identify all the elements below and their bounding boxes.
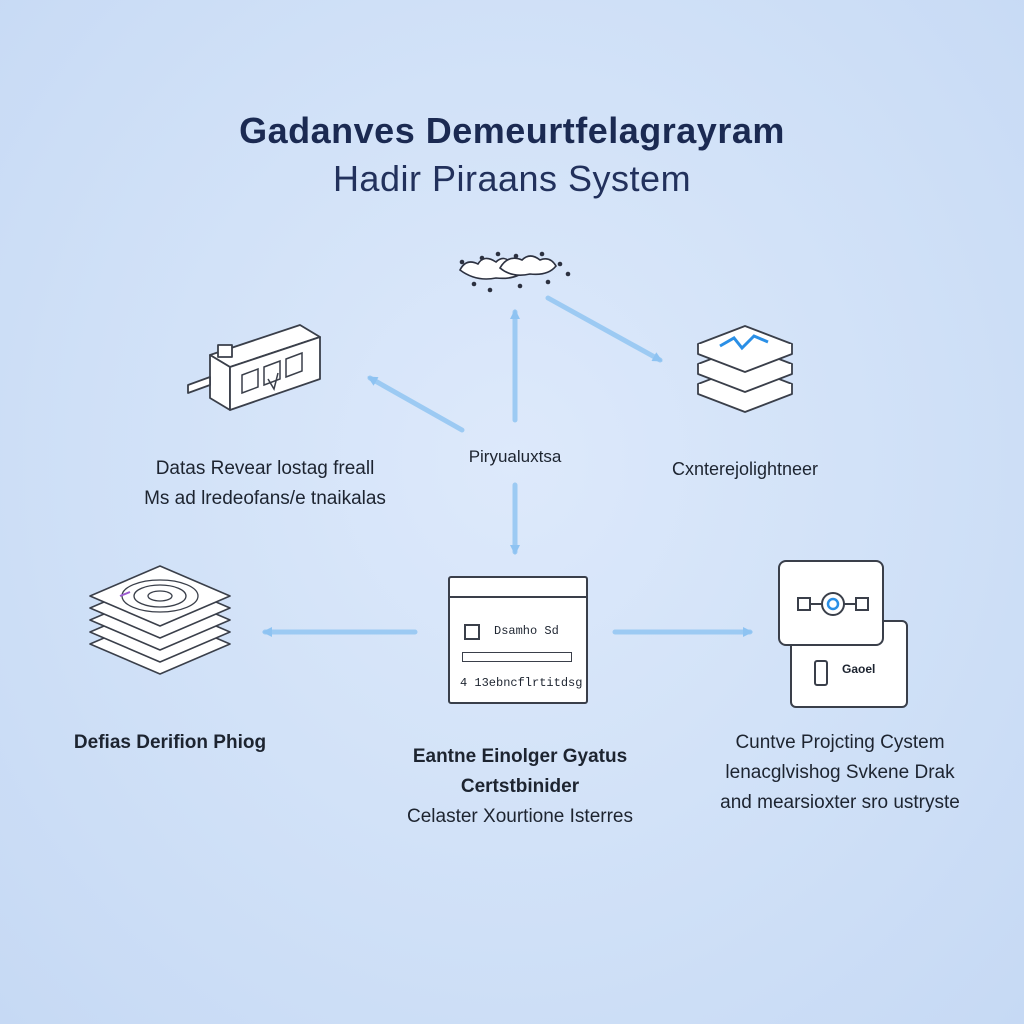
cloud-network-icon bbox=[450, 240, 580, 300]
database-label: Defias Derifion Phiog bbox=[73, 732, 267, 753]
stacked-layers-icon bbox=[690, 318, 800, 418]
device-phone-icon bbox=[814, 660, 828, 686]
application-window-icon: Dsamho Sd 4 13ebncflrtitdsg bbox=[448, 576, 588, 704]
hub-label: Piryualuxtsa bbox=[468, 447, 562, 466]
window-progress-bar bbox=[462, 652, 572, 662]
device-label-line1: Cuntve Projcting Cystem bbox=[735, 732, 945, 753]
window-label-line3: Celaster Xourtione Isterres bbox=[407, 806, 633, 827]
window-label-line1: Eantne Einolger Gyatus bbox=[412, 746, 628, 767]
window-titlebar bbox=[450, 578, 586, 598]
window-row1-text: Dsamho Sd bbox=[494, 624, 559, 638]
window-image-icon bbox=[464, 624, 480, 640]
device-card-label: Gaoel bbox=[842, 662, 876, 676]
diagram-title-line1: Gadanves Demeurtfelagrayram bbox=[239, 110, 785, 151]
server-label: Datas Revear lostag freall Ms ad lredeof… bbox=[120, 454, 410, 514]
arrow-cloud-to-layers bbox=[545, 295, 663, 363]
device-card-icon: Gaoel bbox=[778, 560, 910, 710]
server-rack-icon bbox=[180, 315, 330, 415]
device-label: Cuntve Projcting Cystem lenacglvishog Sv… bbox=[690, 728, 990, 818]
arrow-hub-to-server bbox=[367, 375, 465, 433]
device-front-card bbox=[778, 560, 884, 646]
database-stack-icon bbox=[85, 552, 235, 687]
device-label-line2: lenacglvishog Svkene Drak bbox=[725, 762, 955, 783]
server-label-line1: Datas Revear lostag freall bbox=[155, 458, 375, 479]
diagram-title-line2: Hadir Piraans System bbox=[332, 158, 692, 199]
layers-label: Cxnterejolightneer bbox=[671, 459, 819, 479]
device-label-line3: and mearsioxter sro ustryste bbox=[720, 792, 960, 813]
server-label-line2: Ms ad lredeofans/e tnaikalas bbox=[144, 488, 386, 509]
window-label: Eantne Einolger Gyatus Certstbinider Cel… bbox=[360, 742, 680, 832]
window-label-line2: Certstbinider bbox=[460, 776, 580, 797]
window-row3-text: 4 13ebncflrtitdsg bbox=[460, 676, 583, 690]
